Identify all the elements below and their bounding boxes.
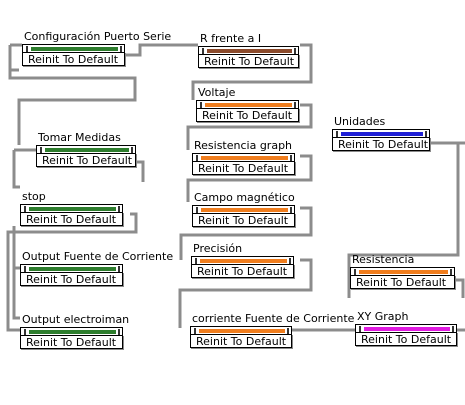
data-type-bar xyxy=(202,48,296,54)
configuracion-puerto-serie-reinit-button[interactable]: Reinit To Default xyxy=(22,52,125,66)
campo-magnetico-node: Campo magnético Reinit To Default xyxy=(192,191,300,227)
campo-magnetico-label: Campo magnético xyxy=(194,191,295,204)
error-wire xyxy=(136,160,145,182)
precision-reinit-button[interactable]: Reinit To Default xyxy=(191,264,294,278)
tomar-medidas-label: Tomar Medidas xyxy=(38,131,121,144)
output-fuente-de-corriente-reinit-button[interactable]: Reinit To Default xyxy=(20,272,123,286)
precision-node: Precisión Reinit To Default xyxy=(191,242,299,278)
precision-label: Precisión xyxy=(193,242,243,255)
error-wire xyxy=(455,278,465,298)
stop-node: stop Reinit To Default xyxy=(20,190,130,226)
data-type-bar xyxy=(200,102,296,108)
r-frente-a-i-label: R frente a I xyxy=(200,32,262,45)
xy-graph-reinit-button[interactable]: Reinit To Default xyxy=(355,332,457,346)
stop-reinit-button[interactable]: Reinit To Default xyxy=(20,212,123,226)
error-wire xyxy=(178,258,313,328)
output-electroiman-node: Output electroiman Reinit To Default xyxy=(20,313,160,349)
data-type-bar xyxy=(354,269,452,275)
data-type-bar xyxy=(24,329,120,335)
corriente-fuente-de-corriente-reinit-button[interactable]: Reinit To Default xyxy=(190,334,292,348)
data-type-bar xyxy=(359,326,454,332)
resistencia-node: Resistencia Reinit To Default xyxy=(350,253,455,289)
campo-magnetico-reinit-button[interactable]: Reinit To Default xyxy=(192,213,295,227)
corriente-fuente-de-corriente-node: corriente Fuente de Corriente Reinit To … xyxy=(190,312,354,348)
unidades-node: Unidades Reinit To Default xyxy=(332,115,430,151)
tomar-medidas-node: Tomar Medidas Reinit To Default xyxy=(36,131,136,167)
data-type-bar xyxy=(196,207,292,213)
data-type-bar xyxy=(194,328,289,334)
voltaje-label: Voltaje xyxy=(198,86,236,99)
configuracion-puerto-serie-label: Configuración Puerto Serie xyxy=(24,30,172,43)
tomar-medidas-reinit-button[interactable]: Reinit To Default xyxy=(36,153,136,167)
output-electroiman-reinit-button[interactable]: Reinit To Default xyxy=(20,335,123,349)
error-wire xyxy=(186,103,313,150)
unidades-reinit-button[interactable]: Reinit To Default xyxy=(332,137,430,151)
resistencia-graph-node: Resistencia graph Reinit To Default xyxy=(192,139,300,175)
error-wire xyxy=(191,43,313,100)
voltaje-node: Voltaje Reinit To Default xyxy=(196,86,299,122)
error-wire xyxy=(186,154,313,202)
configuracion-puerto-serie-node: Configuración Puerto Serie Reinit To Def… xyxy=(22,30,171,66)
output-fuente-de-corriente-node: Output Fuente de Corriente Reinit To Def… xyxy=(20,250,175,286)
xy-graph-node: XY Graph Reinit To Default xyxy=(355,310,457,346)
unidades-label: Unidades xyxy=(334,115,386,128)
stop-label: stop xyxy=(22,190,46,203)
output-fuente-de-corriente-label: Output Fuente de Corriente xyxy=(22,250,174,263)
r-frente-a-i-node: R frente a I Reinit To Default xyxy=(198,32,299,68)
error-wire xyxy=(10,43,198,57)
corriente-fuente-de-corriente-label: corriente Fuente de Corriente xyxy=(192,312,355,325)
data-type-bar xyxy=(196,155,292,161)
resistencia-graph-reinit-button[interactable]: Reinit To Default xyxy=(192,161,295,175)
data-type-bar xyxy=(40,147,133,153)
resistencia-label: Resistencia xyxy=(352,253,415,266)
data-type-bar xyxy=(195,258,291,264)
r-frente-a-i-reinit-button[interactable]: Reinit To Default xyxy=(198,54,299,68)
data-type-bar xyxy=(336,131,427,137)
error-wire xyxy=(12,148,38,189)
resistencia-reinit-button[interactable]: Reinit To Default xyxy=(350,275,455,289)
error-wire xyxy=(8,45,137,145)
voltaje-reinit-button[interactable]: Reinit To Default xyxy=(196,108,299,122)
data-type-bar xyxy=(24,206,120,212)
data-type-bar xyxy=(24,266,120,272)
error-wire xyxy=(12,226,20,320)
error-wire xyxy=(179,206,313,260)
xy-graph-label: XY Graph xyxy=(357,310,409,323)
data-type-bar xyxy=(26,46,122,52)
error-wire xyxy=(347,143,460,298)
error-wire xyxy=(6,212,138,332)
resistencia-graph-label: Resistencia graph xyxy=(194,139,293,152)
output-electroiman-label: Output electroiman xyxy=(22,313,130,326)
